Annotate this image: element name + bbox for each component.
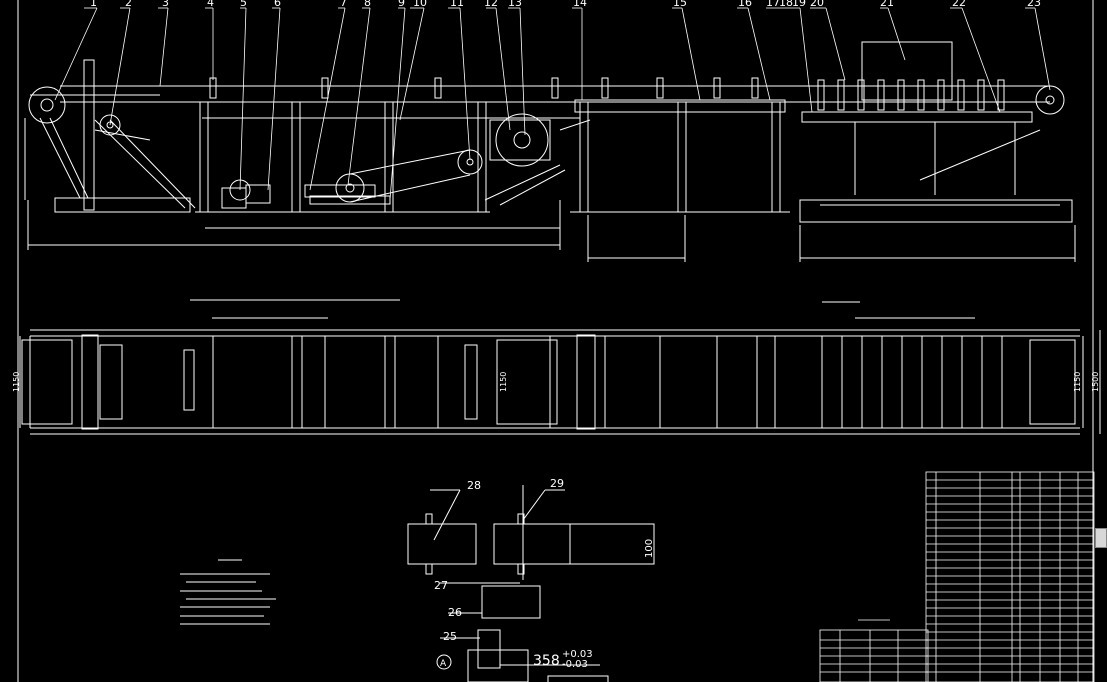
balloon-23: 23 [1027, 0, 1041, 9]
balloon-13: 13 [508, 0, 522, 9]
balloon-12: 12 [484, 0, 498, 9]
balloon-22: 22 [952, 0, 966, 9]
parameter-table [819, 619, 929, 682]
balloon-1: 1 [90, 0, 97, 9]
balloon-17: 17 [766, 0, 780, 9]
detail-view [407, 485, 655, 682]
tolerance-minus: -0.03 [562, 659, 588, 670]
balloon-10: 10 [413, 0, 427, 9]
plan-width-1150-left: 1150 [12, 372, 21, 392]
plan-width-1150-mid: 1150 [499, 372, 508, 392]
balloon-15: 15 [673, 0, 687, 9]
balloon-26: 26 [448, 606, 462, 619]
balloon-29: 29 [550, 477, 564, 490]
plan-width-1500: 1500 [1091, 372, 1100, 392]
balloon-9: 9 [398, 0, 405, 9]
datum-a: A [440, 659, 447, 669]
balloon-leaders [54, 7, 1051, 201]
balloon-3: 3 [162, 0, 169, 9]
balloon-4: 4 [207, 0, 214, 9]
balloon-21: 21 [880, 0, 894, 9]
dimension-358: 358 [533, 653, 560, 669]
balloon-5: 5 [240, 0, 247, 9]
plan-view [19, 299, 1101, 435]
balloon-14: 14 [573, 0, 587, 9]
balloon-labels: 1 2 3 4 5 6 7 8 9 10 11 12 13 14 15 16 1… [90, 0, 1041, 9]
balloon-7: 7 [340, 0, 347, 9]
vertical-scrollbar-thumb[interactable] [1095, 528, 1107, 548]
plan-width-1150-right: 1150 [1073, 372, 1082, 392]
balloon-2: 2 [125, 0, 132, 9]
balloon-16: 16 [738, 0, 752, 9]
plan-dimensions: 1150 1150 1150 1500 [12, 372, 1100, 392]
technical-notes [180, 559, 276, 625]
detail-labels: 28 29 27 26 25 358 +0.03 -0.03 A 100 [434, 477, 655, 670]
balloon-28: 28 [467, 479, 481, 492]
balloon-25: 25 [443, 630, 457, 643]
parts-list-table [925, 471, 1095, 682]
balloon-8: 8 [364, 0, 371, 9]
balloon-20: 20 [810, 0, 824, 9]
elevation-view [24, 41, 1076, 262]
balloon-18: 18 [779, 0, 793, 9]
tolerance-plus: +0.03 [562, 649, 593, 660]
balloon-11: 11 [450, 0, 464, 9]
dimension-100: 100 [644, 539, 655, 558]
balloon-27: 27 [434, 579, 448, 592]
balloon-19: 19 [792, 0, 806, 9]
balloon-6: 6 [274, 0, 281, 9]
